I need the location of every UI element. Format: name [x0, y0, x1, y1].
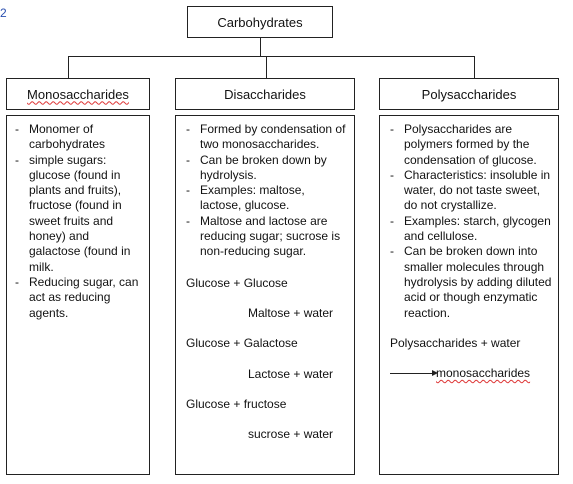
equation-products: sucrose + water	[248, 427, 334, 442]
header-disaccharides: Disaccharides	[175, 78, 355, 110]
content-disaccharides: Formed by condensation of two monosaccha…	[175, 115, 355, 475]
list-item: Examples: starch, glycogen and cellulose…	[390, 214, 552, 245]
connector-mono	[68, 56, 69, 78]
root-node-carbohydrates: Carbohydrates	[187, 6, 333, 38]
list-item: Reducing sugar, can act as reducing agen…	[15, 275, 143, 321]
header-monosaccharides: Monosaccharides	[6, 78, 150, 110]
header-label-monosaccharides: Monosaccharides	[27, 86, 129, 102]
equation-reactants: Glucose + Galactose	[186, 336, 298, 351]
equation-reactants: Glucose + fructose	[186, 396, 287, 411]
equation-reactants: Glucose + Glucose	[186, 275, 288, 290]
list-item: Monomer of carbohydrates	[15, 122, 143, 153]
connector-root-down	[260, 38, 261, 56]
list-item: Maltose and lactose are reducing sugar; …	[186, 214, 348, 260]
header-label-polysaccharides: Polysaccharides	[421, 86, 517, 102]
content-monosaccharides: Monomer of carbohydrates simple sugars: …	[6, 115, 150, 475]
list-item: simple sugars: glucose (found in plants …	[15, 153, 143, 275]
list-item: Formed by condensation of two monosaccha…	[186, 122, 348, 153]
equation-products: Maltose + water	[248, 305, 334, 320]
root-label: Carbohydrates	[217, 14, 303, 30]
list-item: Can be broken down into smaller molecule…	[390, 244, 552, 320]
connector-horizontal	[68, 56, 474, 57]
reaction-product: monosaccharides	[436, 366, 531, 381]
connector-poly	[474, 56, 475, 78]
corner-mark: 2	[0, 6, 7, 20]
reaction-reactant: Polysaccharides + water	[390, 335, 521, 350]
list-item: Characteristics: insoluble in water, do …	[390, 168, 552, 214]
reaction-product-row: monosaccharides	[390, 366, 552, 381]
equation-products: Lactose + water	[248, 366, 334, 381]
content-polysaccharides: Polysaccharides are polymers formed by t…	[379, 115, 559, 475]
arrow-right-icon	[390, 370, 438, 377]
connector-di	[266, 56, 267, 78]
list-item: Can be broken down by hydrolysis.	[186, 153, 348, 184]
header-polysaccharides: Polysaccharides	[379, 78, 559, 110]
list-item: Polysaccharides are polymers formed by t…	[390, 122, 552, 168]
header-label-disaccharides: Disaccharides	[224, 86, 306, 102]
list-item: Examples: maltose, lactose, glucose.	[186, 183, 348, 214]
